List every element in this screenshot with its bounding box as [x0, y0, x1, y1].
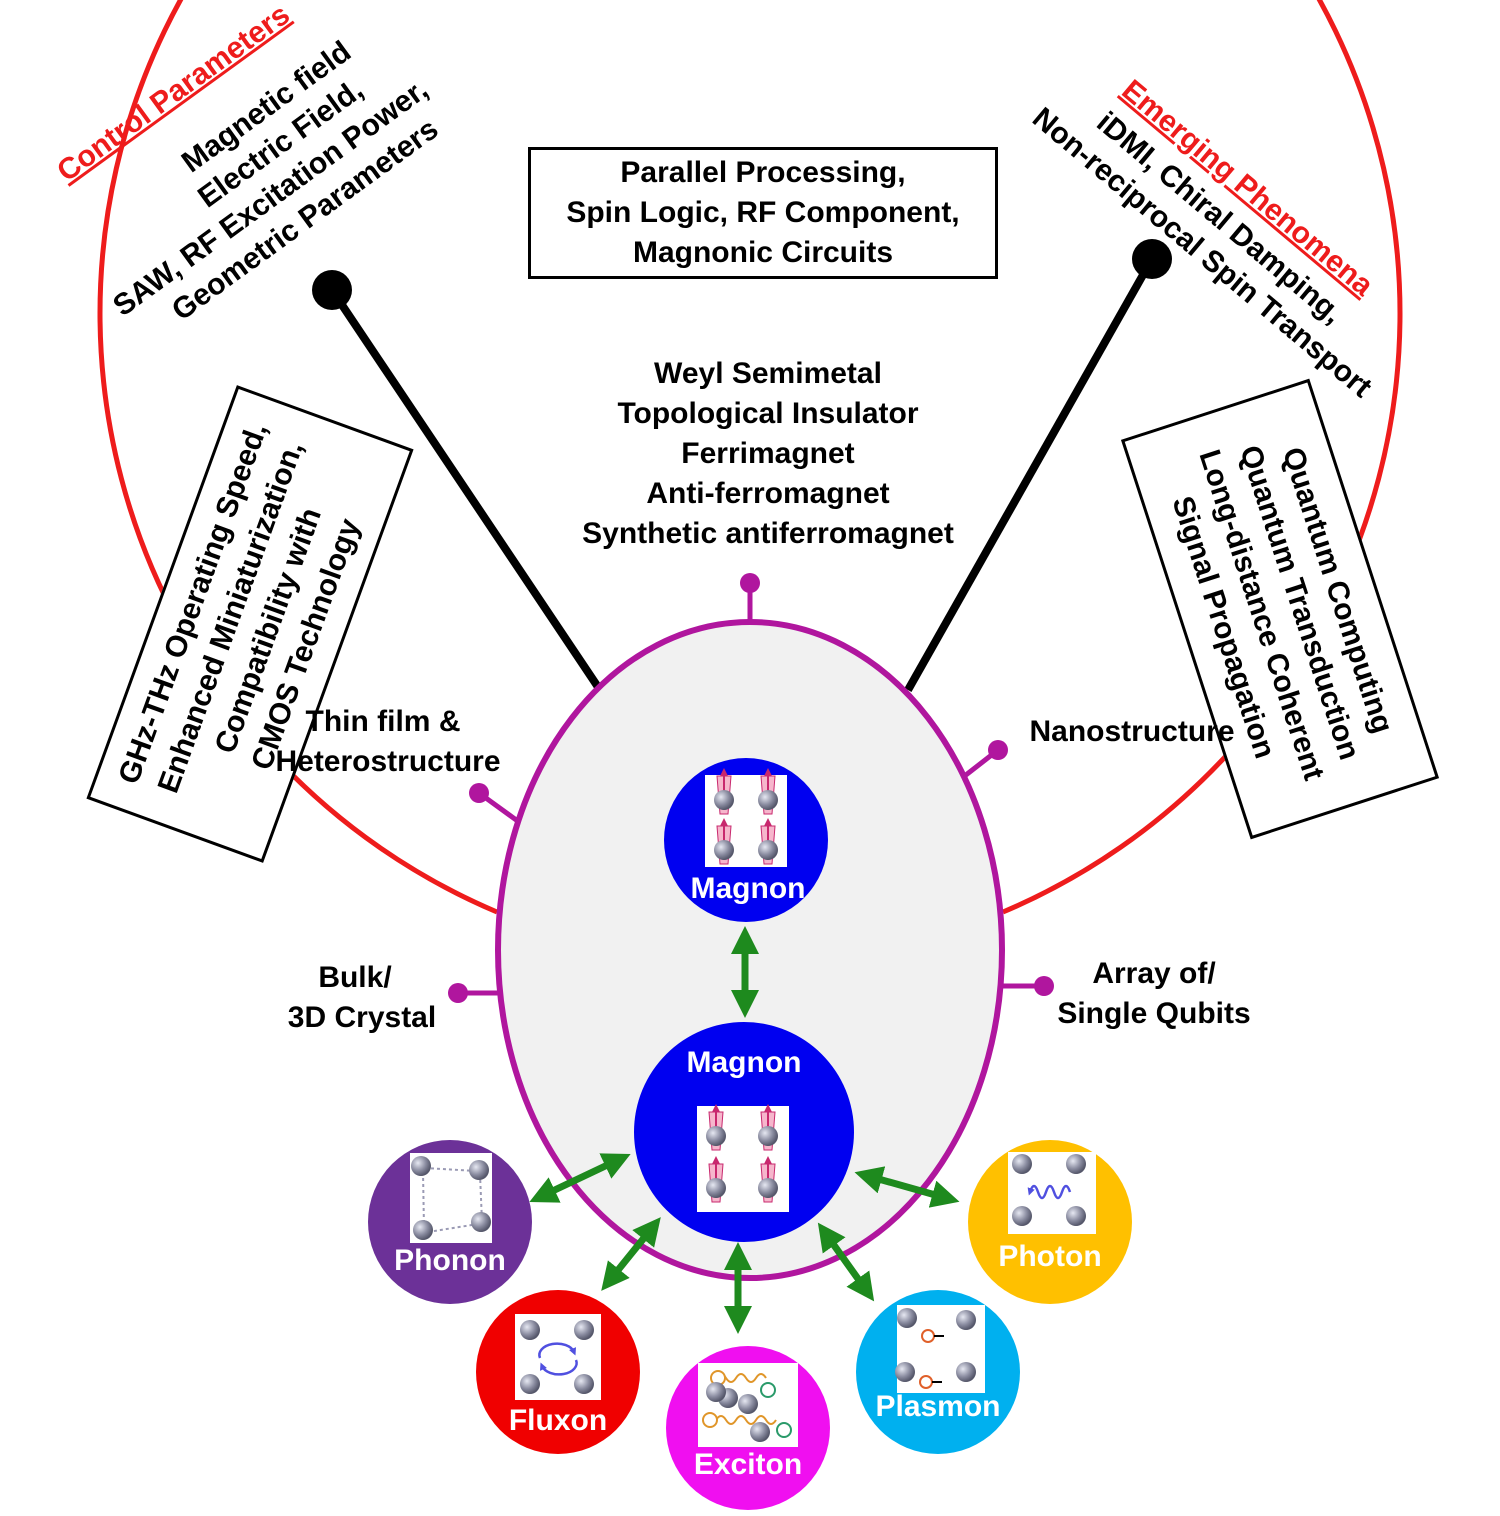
qubits-label: Array of/ Single Qubits — [1036, 954, 1272, 1034]
phenomena-pointer — [904, 239, 1172, 692]
applications-box: Parallel Processing, Spin Logic, RF Comp… — [528, 147, 998, 279]
nanostructure-label: Nanostructure — [1008, 712, 1256, 752]
photon-label: Photon — [998, 1240, 1102, 1273]
magnon-top-node — [664, 758, 828, 922]
material-item: Synthetic antiferromagnet — [582, 517, 954, 550]
thin-film-lollipop — [469, 783, 521, 825]
material-item: Topological Insulator — [617, 397, 919, 430]
material-item: Ferrimagnet — [681, 437, 855, 470]
nanostructure-lollipop — [960, 740, 1008, 780]
applications-line: Magnonic Circuits — [632, 236, 894, 269]
phonon-node — [368, 1140, 532, 1304]
bulk-lollipop — [448, 983, 498, 1003]
bulk-line: Bulk/ — [318, 961, 392, 994]
magnon-center-node — [634, 1022, 854, 1242]
thin-film-line: Heterostructure — [275, 745, 501, 778]
magnon-center-label: Magnon — [686, 1046, 802, 1079]
qubits-line: Single Qubits — [1057, 997, 1251, 1030]
qubits-lollipop — [1003, 976, 1054, 996]
plasmon-arrow — [817, 1222, 875, 1302]
plasmon-node — [856, 1290, 1020, 1454]
thin-film-label: Thin film & Heterostructure — [250, 702, 526, 782]
phonon-arrow — [529, 1153, 631, 1203]
fluxon-label: Fluxon — [508, 1404, 608, 1437]
phonon-label: Phonon — [394, 1244, 506, 1277]
fluxon-arrow — [601, 1217, 661, 1291]
magnon-top-label: Magnon — [690, 872, 806, 905]
qubits-line: Array of/ — [1092, 957, 1216, 990]
plasmon-label: Plasmon — [875, 1390, 1001, 1423]
bulk-line: 3D Crystal — [287, 1001, 437, 1034]
outer-arc — [97, 0, 1403, 915]
materials-lollipop — [740, 573, 760, 622]
material-item: Anti-ferromagnet — [646, 477, 890, 510]
thin-film-line: Thin film & — [305, 705, 461, 738]
applications-line: Parallel Processing, — [620, 156, 906, 189]
exciton-node — [666, 1346, 830, 1510]
control-pointer — [312, 270, 604, 693]
exciton-label: Exciton — [693, 1448, 803, 1481]
material-item: Weyl Semimetal — [654, 357, 882, 390]
bulk-label: Bulk/ 3D Crystal — [262, 958, 462, 1038]
fluxon-node — [476, 1290, 640, 1454]
materials-list: Weyl Semimetal Topological Insulator Fer… — [548, 354, 988, 554]
applications-line: Spin Logic, RF Component, — [566, 196, 960, 229]
photon-node — [968, 1140, 1132, 1304]
photon-arrow — [854, 1166, 960, 1208]
nanostructure-line: Nanostructure — [1029, 715, 1235, 748]
